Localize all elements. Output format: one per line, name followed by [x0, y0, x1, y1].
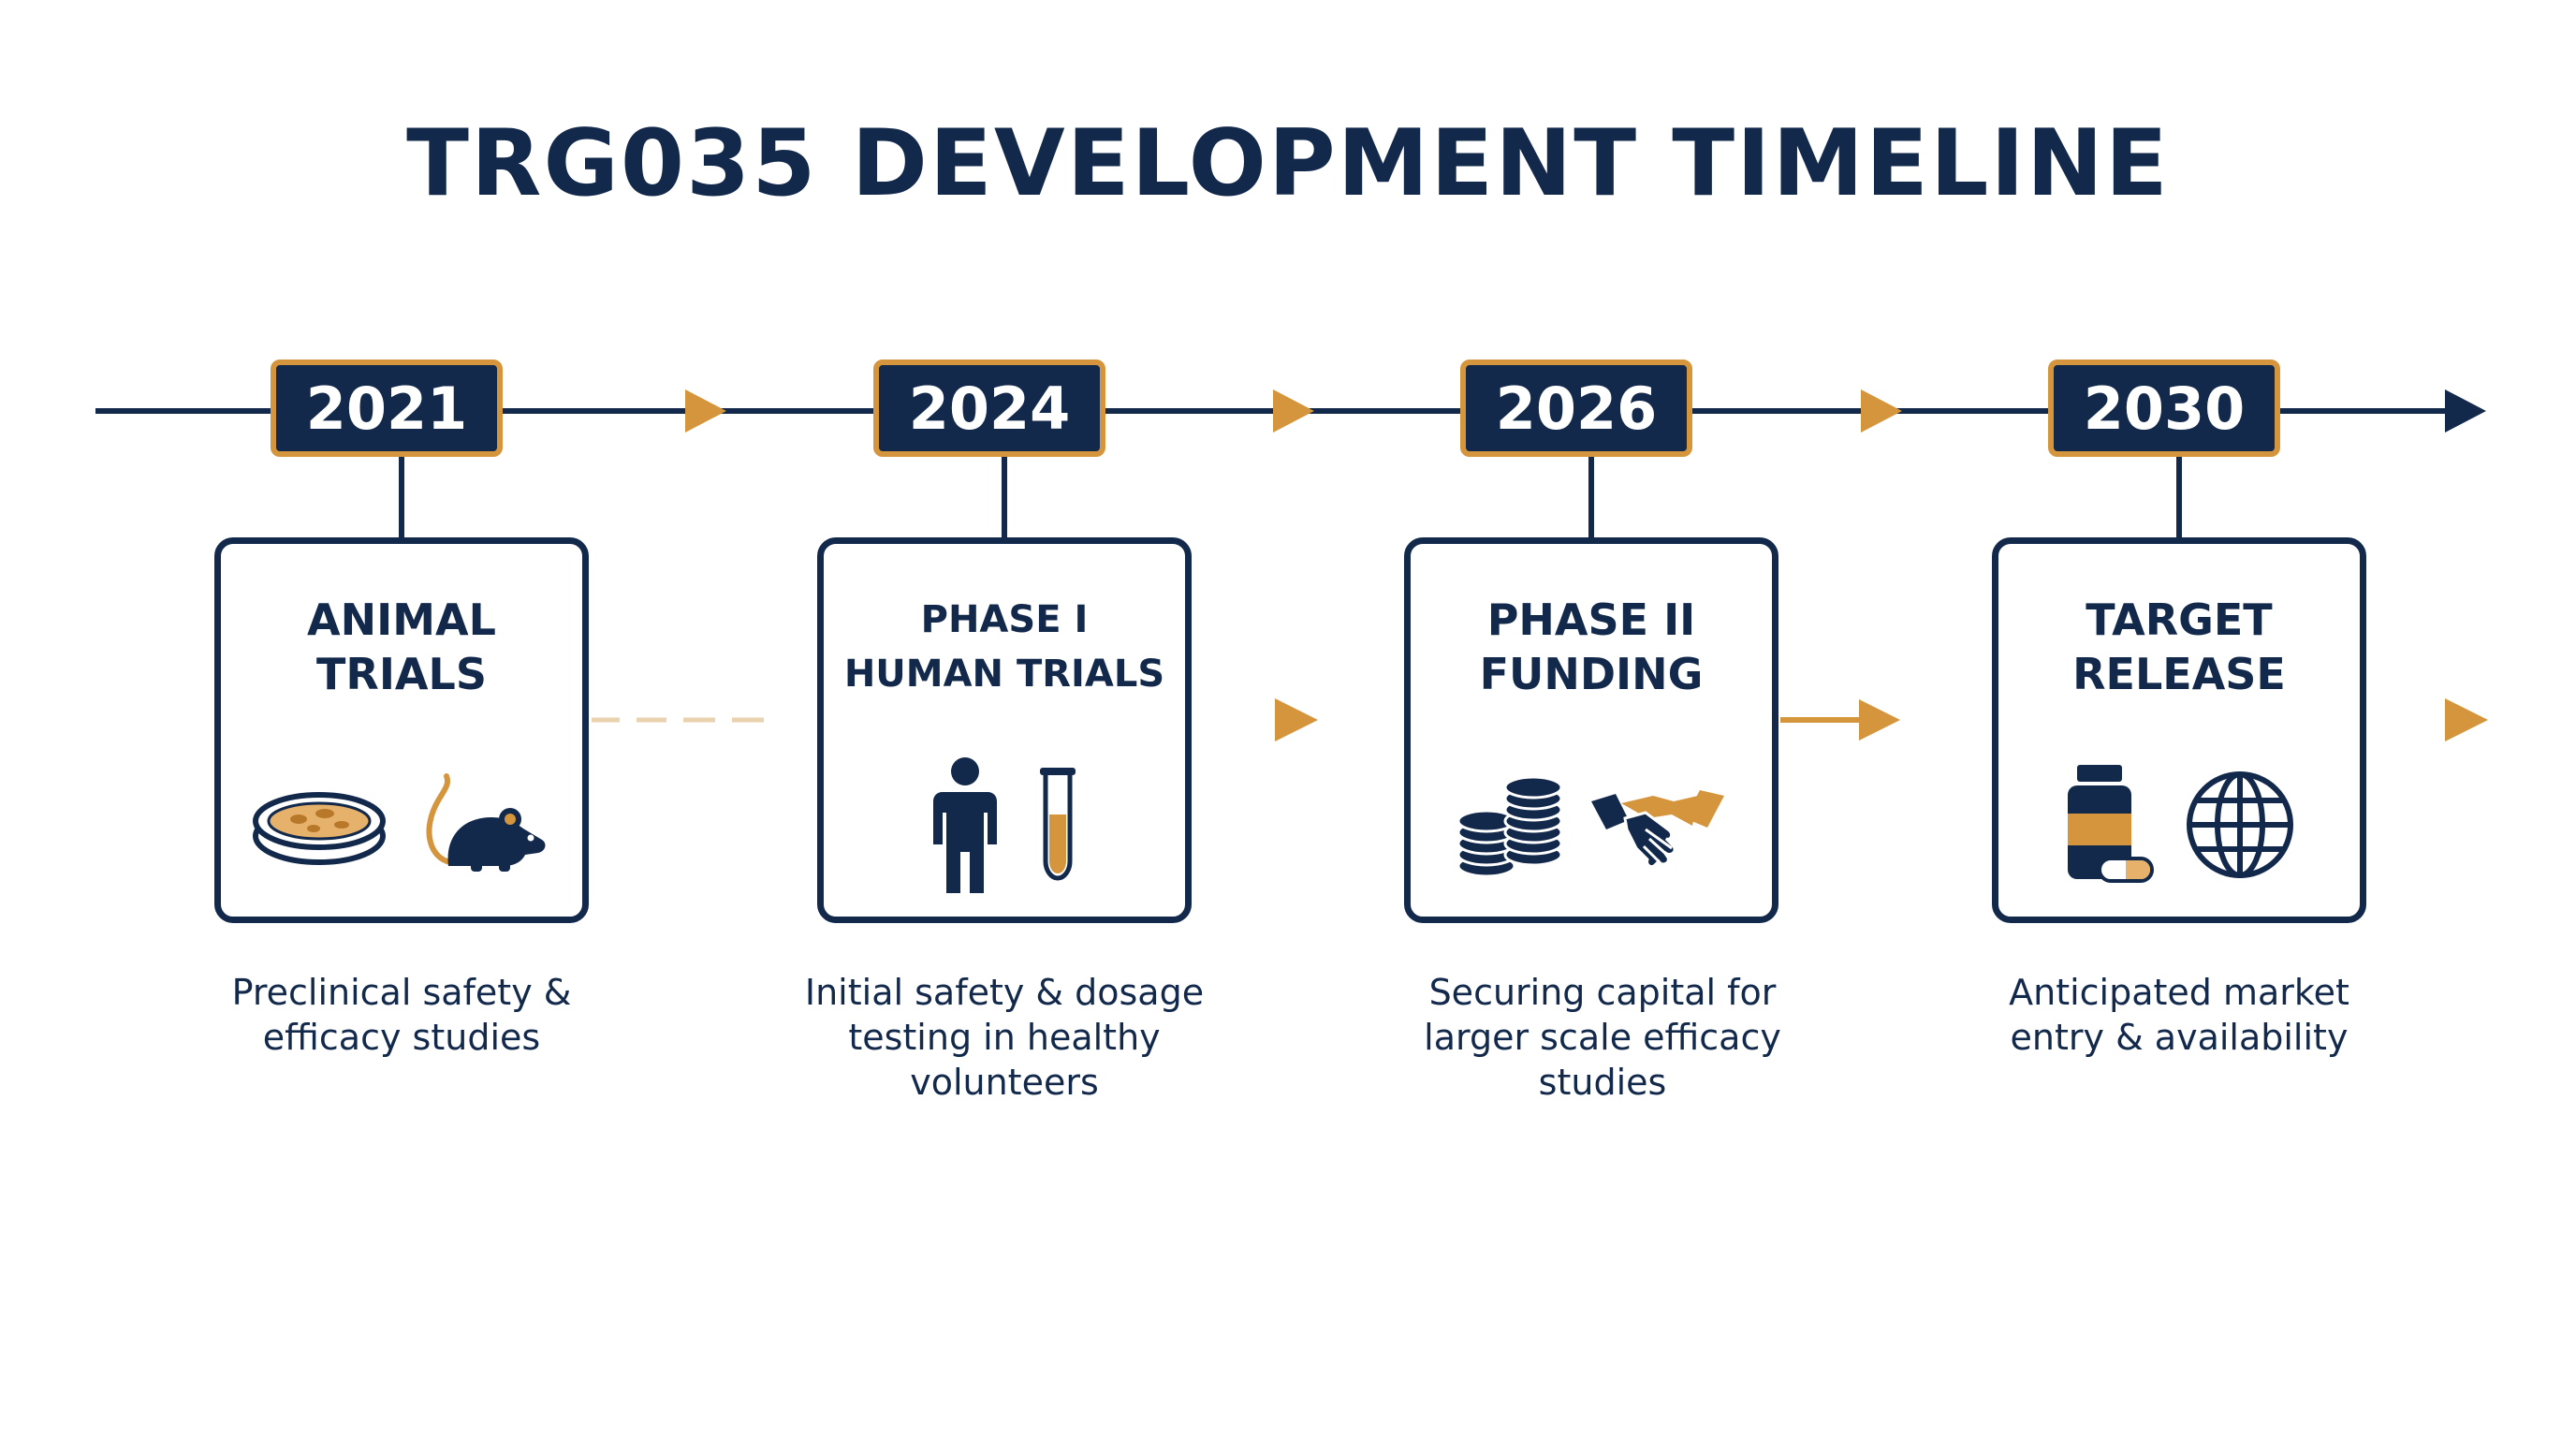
- milestone-card: PHASE I HUMAN TRIALS: [817, 537, 1192, 923]
- glow-arrow-phase1: [805, 698, 1318, 741]
- milestone-title-line: ANIMAL: [307, 594, 496, 645]
- milestone-description: Initial safety & dosage testing in healt…: [761, 970, 1248, 1105]
- progress-chevron: [1861, 389, 1902, 433]
- test-tube-icon: [1040, 768, 1076, 881]
- milestone-title-line: TRIALS: [316, 649, 487, 699]
- milestone-title-line: HUMAN TRIALS: [843, 653, 1165, 696]
- year-badge: 2024: [873, 360, 1105, 457]
- year-badge: 2026: [1460, 360, 1692, 457]
- mouse-icon: [426, 773, 546, 872]
- progress-arrow-phase2: [1780, 699, 1900, 741]
- coin-stacks-icon: [1456, 775, 1563, 878]
- description-line: Anticipated market: [2009, 972, 2349, 1013]
- milestone-title: PHASE II FUNDING: [1411, 593, 1772, 701]
- milestone-title-line: PHASE I: [920, 598, 1089, 641]
- person-icon: [933, 757, 997, 893]
- handshake-icon: [1591, 790, 1724, 869]
- description-line: volunteers: [910, 1062, 1099, 1103]
- page-title: TRG035 DEVELOPMENT TIMELINE: [406, 110, 2170, 217]
- petri-dish-icon: [253, 792, 386, 865]
- milestone-title: PHASE I HUMAN TRIALS: [824, 593, 1185, 701]
- milestone-title-line: PHASE II: [1486, 594, 1696, 645]
- milestone-description: Securing capital for larger scale effica…: [1359, 970, 1846, 1105]
- description-line: studies: [1538, 1062, 1667, 1103]
- badge-connector: [2176, 457, 2182, 537]
- milestone-icons: [1411, 759, 1772, 890]
- milestone-title: TARGET RELEASE: [1998, 593, 2360, 701]
- milestone-icons: [1998, 759, 2360, 890]
- milestone-title: ANIMAL TRIALS: [221, 593, 582, 701]
- milestone-card: PHASE II FUNDING: [1404, 537, 1778, 923]
- badge-connector: [1588, 457, 1594, 537]
- badge-connector: [1002, 457, 1007, 537]
- description-line: larger scale efficacy: [1424, 1017, 1781, 1058]
- progress-chevron: [685, 389, 726, 433]
- progress-chevron: [1273, 389, 1314, 433]
- description-line: Securing capital for: [1428, 972, 1777, 1013]
- description-line: testing in healthy: [848, 1017, 1161, 1058]
- glow-arrow-release: [1984, 698, 2488, 741]
- milestone-card: TARGET RELEASE: [1992, 537, 2366, 923]
- milestone-card: ANIMAL TRIALS: [214, 537, 589, 923]
- milestone-icons: [221, 759, 582, 890]
- description-line: entry & availability: [2010, 1017, 2349, 1058]
- milestone-description: Anticipated market entry & availability: [1936, 970, 2422, 1060]
- medicine-bottle-icon: [2068, 765, 2154, 883]
- milestone-title-line: RELEASE: [2072, 649, 2286, 699]
- year-badge: 2021: [271, 360, 503, 457]
- timeline-end-arrow: [2445, 389, 2486, 433]
- milestone-title-line: FUNDING: [1479, 649, 1704, 699]
- description-line: Initial safety & dosage: [804, 972, 1205, 1013]
- description-line: efficacy studies: [262, 1017, 541, 1058]
- description-line: Preclinical safety &: [231, 972, 572, 1013]
- year-badge: 2030: [2048, 360, 2280, 457]
- badge-connector: [399, 457, 404, 537]
- milestone-icons: [824, 757, 1185, 893]
- milestone-title-line: TARGET: [2086, 594, 2273, 645]
- globe-icon: [2187, 771, 2293, 878]
- milestone-description: Preclinical safety & efficacy studies: [158, 970, 645, 1060]
